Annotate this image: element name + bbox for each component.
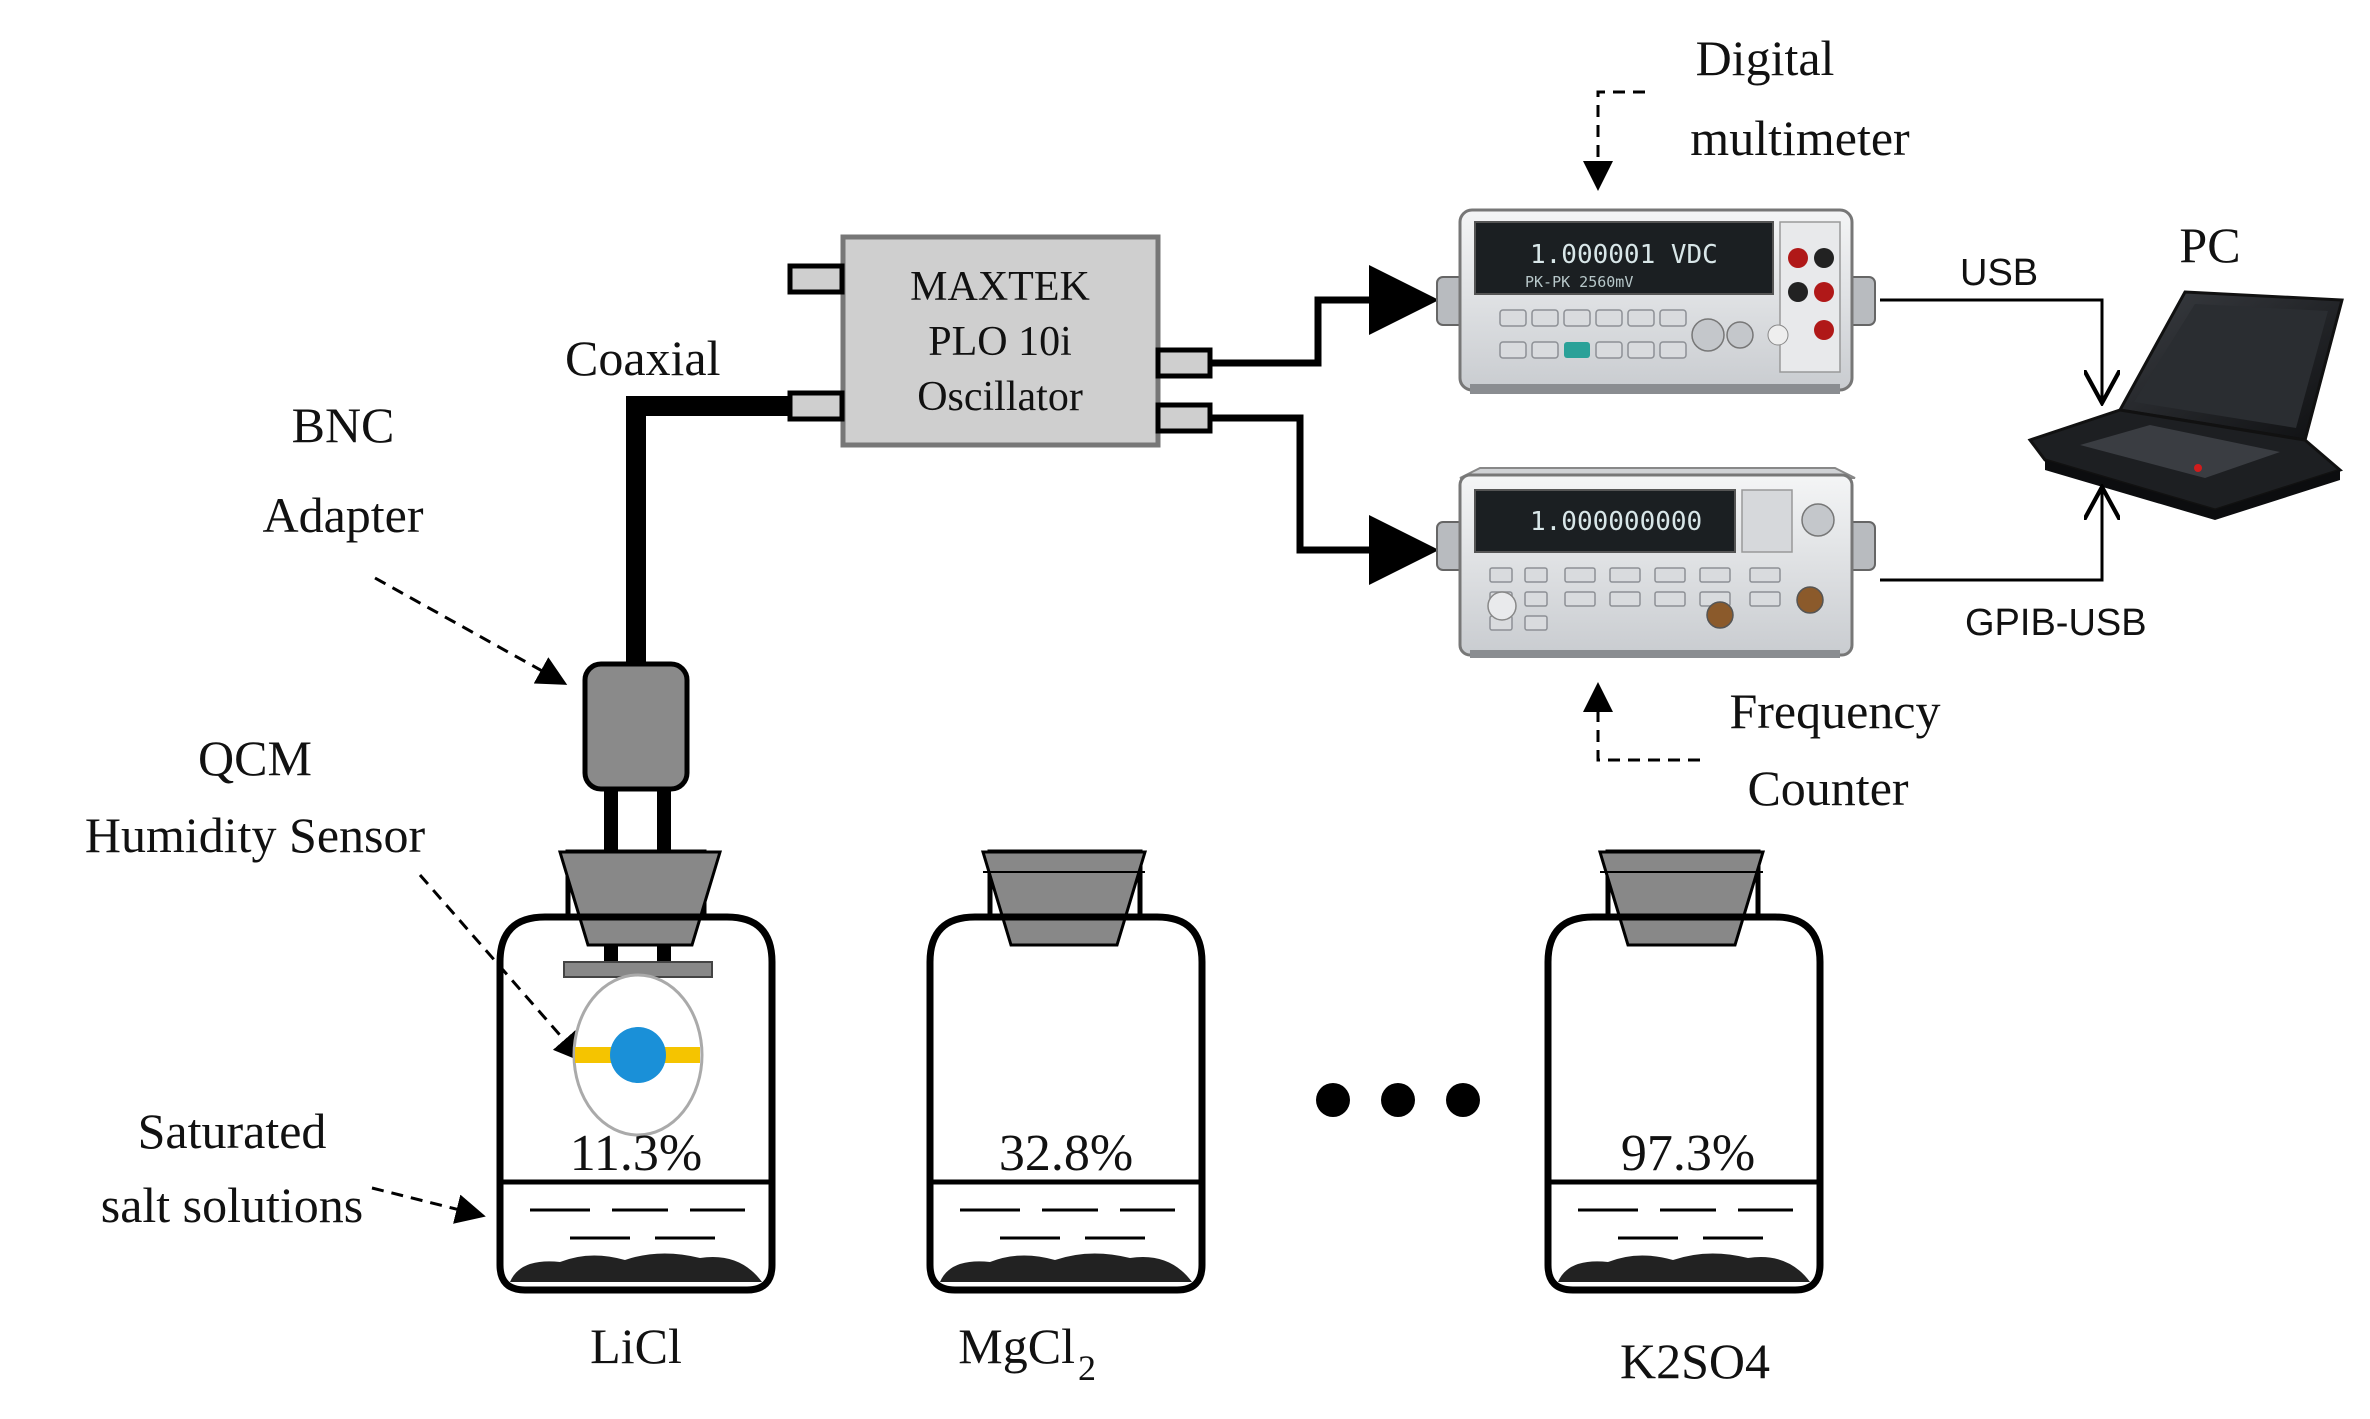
frequency-pointer-arrow bbox=[1583, 682, 1700, 762]
frequency-counter: 1.000000000 bbox=[1436, 467, 1876, 658]
counter-screen bbox=[1474, 489, 1736, 553]
laptop bbox=[2027, 290, 2344, 520]
counter-display-main: 1.000000000 bbox=[1530, 507, 1702, 537]
qcm-crystal bbox=[610, 1027, 666, 1083]
ellipsis-dot bbox=[1316, 1083, 1350, 1117]
oscillator-port-left-coax bbox=[787, 390, 845, 422]
jar-humidity-mgcl2: 32.8% bbox=[999, 1125, 1133, 1182]
multimeter-display-main: 1.000001 VDC bbox=[1530, 240, 1718, 270]
usb-connection bbox=[1880, 298, 2102, 400]
coaxial-cable bbox=[626, 396, 790, 670]
jar-stopper bbox=[1597, 850, 1766, 947]
digital-multimeter: 1.000001 VDC PK-PK 2560mV bbox=[1436, 208, 1876, 394]
salt-label-mgcl2: MgCl bbox=[958, 1318, 1075, 1374]
ellipsis-dot bbox=[1381, 1083, 1415, 1117]
oscillator-port-right-bottom bbox=[1155, 402, 1213, 434]
saturated-label-1: Saturated bbox=[138, 1103, 327, 1159]
oscillator-label-3: Oscillator bbox=[917, 374, 1083, 420]
salt-label-licl: LiCl bbox=[590, 1318, 682, 1374]
multimeter-pointer-arrow bbox=[1583, 90, 1645, 191]
multimeter-screen bbox=[1474, 221, 1774, 295]
bnc-adapter bbox=[582, 661, 690, 792]
saturated-label-2: salt solutions bbox=[101, 1177, 364, 1233]
usb-label: USB bbox=[1960, 252, 2038, 294]
oscillator-port-right-top bbox=[1155, 347, 1213, 379]
cable-to-multimeter bbox=[1210, 265, 1439, 367]
salt-label-k2so4: K2SO4 bbox=[1620, 1333, 1770, 1389]
pc-label: PC bbox=[2179, 217, 2240, 273]
jar-licl: 11.3% bbox=[496, 849, 776, 1294]
multimeter-display-sub: PK-PK 2560mV bbox=[1525, 273, 1633, 291]
frequency-label-2: Counter bbox=[1747, 760, 1908, 816]
jar-stopper bbox=[557, 850, 723, 947]
bnc-label-2: Adapter bbox=[262, 487, 423, 543]
gpib-usb-label: GPIB-USB bbox=[1965, 602, 2147, 644]
jar-k2so4: 97.3% bbox=[1544, 849, 1824, 1294]
gpib-usb-connection bbox=[1880, 490, 2102, 582]
jar-mgcl2: 32.8% bbox=[926, 849, 1206, 1294]
oscillator-label-1: MAXTEK bbox=[910, 264, 1090, 310]
qcm-label-2: Humidity Sensor bbox=[85, 807, 426, 863]
bnc-pointer-arrow bbox=[374, 576, 568, 685]
oscillator-port-left-top bbox=[787, 263, 845, 295]
jar-stopper bbox=[980, 850, 1148, 947]
oscillator-label-2: PLO 10i bbox=[928, 319, 1072, 365]
ellipsis-dot bbox=[1446, 1083, 1480, 1117]
bnc-label-1: BNC bbox=[292, 397, 395, 453]
oscillator-box: MAXTEK PLO 10i Oscillator bbox=[787, 234, 1213, 448]
qcm-label-1: QCM bbox=[198, 730, 312, 786]
frequency-label-1: Frequency bbox=[1729, 683, 1940, 739]
coaxial-label: Coaxial bbox=[565, 330, 721, 386]
jar-humidity-k2so4: 97.3% bbox=[1621, 1125, 1755, 1182]
jar-humidity-licl: 11.3% bbox=[570, 1125, 702, 1182]
salt-label-mgcl2-subscript: 2 bbox=[1078, 1348, 1096, 1388]
multimeter-label-1: Digital bbox=[1696, 30, 1835, 86]
saturated-pointer-arrow bbox=[371, 1186, 486, 1224]
multimeter-label-2: multimeter bbox=[1690, 110, 1910, 166]
cable-to-frequency-counter bbox=[1210, 414, 1439, 585]
